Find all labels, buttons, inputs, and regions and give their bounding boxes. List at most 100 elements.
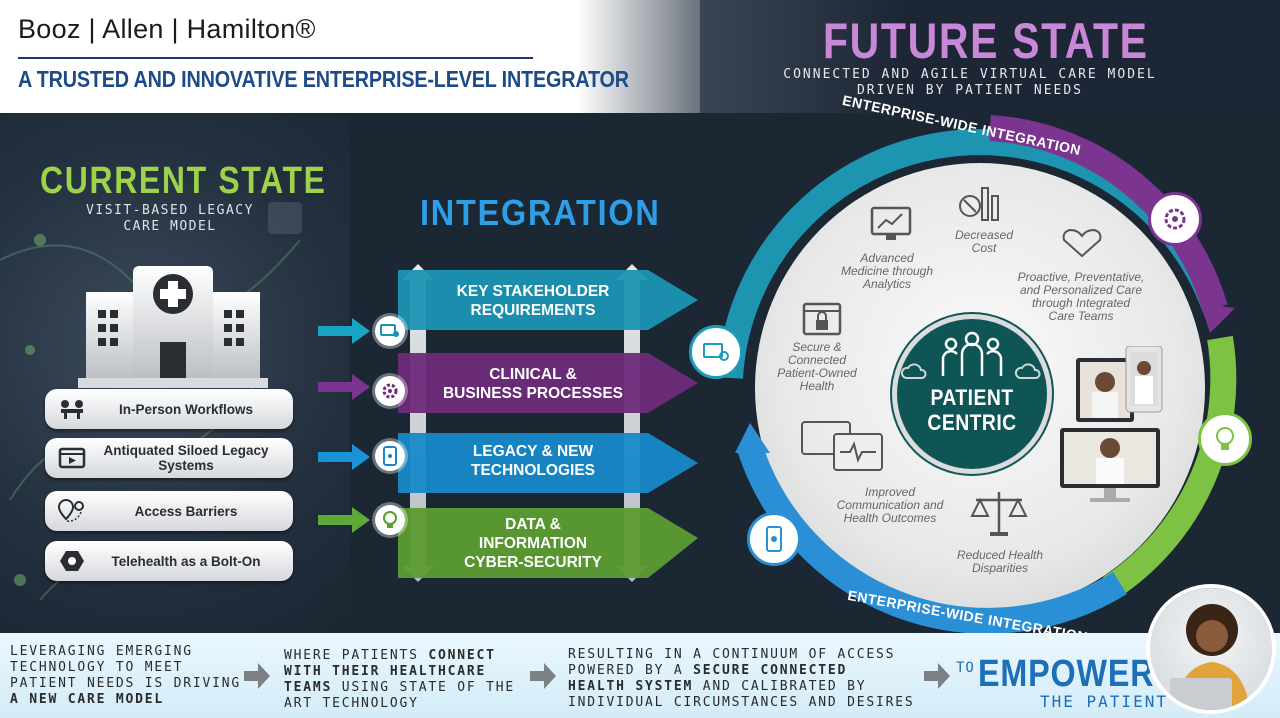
future-sub-line-2: DRIVEN BY PATIENT NEEDS [856, 83, 1083, 98]
banner-line: A NEW CARE MODEL [10, 692, 165, 707]
feature-line: Improved [864, 485, 916, 499]
lightbulb-tech-icon [375, 505, 405, 535]
feature-line: Decreased [954, 228, 1014, 242]
feature-proactive-care: Proactive, Preventative,and Personalized… [1000, 271, 1162, 323]
cloud-right-icon [1014, 363, 1041, 379]
hospital-icon [78, 266, 268, 388]
gears-icon [375, 376, 405, 406]
mobile-phone-icon [375, 441, 405, 471]
band-3-line2: TECHNOLOGIES [470, 462, 595, 479]
feature-line: Disparities [971, 561, 1028, 575]
future-state-subtitle: CONNECTED AND AGILE VIRTUAL CARE MODEL D… [740, 67, 1200, 99]
feature-line: Health [799, 379, 835, 393]
arrow-in-3-icon [318, 444, 370, 470]
secure-lock-window-icon [802, 302, 842, 336]
communication-heart-icon [801, 421, 883, 471]
feature-line: Reduced Health [956, 548, 1044, 562]
header-dark-band [700, 0, 1280, 113]
analytics-monitor-icon [870, 206, 912, 240]
feature-line: Care Teams [1048, 309, 1114, 323]
banner-arrow-2-icon [530, 663, 556, 689]
current-sub-line-1: VISIT-BASED LEGACY [86, 203, 254, 218]
balance-scale-icon [970, 492, 1028, 536]
banner-line: TECHNOLOGY TO MEET [10, 660, 184, 675]
people-group-icon [941, 331, 1003, 376]
feature-line: Patient-Owned [777, 366, 857, 380]
feature-line: Medicine through [840, 264, 934, 278]
band-clinical [398, 353, 698, 413]
band-4-line2: INFORMATION [478, 534, 588, 552]
tagline: A TRUSTED AND INNOVATIVE ENTERPRISE-LEVE… [18, 66, 629, 92]
video-window-icon [57, 443, 87, 473]
band-2-line2: BUSINESS PROCESSES [442, 385, 624, 402]
feature-line: Secure & [792, 340, 842, 354]
vertical-arrows-decor [402, 264, 648, 582]
current-item-label: In-Person Workflows [118, 401, 254, 417]
feature-line: through Integrated [1031, 296, 1131, 310]
cost-chart-icon [959, 187, 999, 221]
banner-line: ART TECHNOLOGY [284, 696, 419, 711]
band-data [398, 508, 698, 578]
band-4-line1: DATA & [505, 515, 561, 533]
integration-bands [398, 270, 698, 578]
banner-part-1: LEVERAGING EMERGING TECHNOLOGY TO MEET P… [10, 644, 241, 708]
band-1-line1: KEY STAKEHOLDER [456, 283, 610, 300]
feature-line: Communication and [836, 498, 944, 512]
band-4-line3: CYBER-SECURITY [464, 553, 602, 571]
handshake-heart-icon [1062, 228, 1102, 258]
feature-line: and Personalized Care [1019, 283, 1143, 297]
banner-span: AND CALIBRATED BY [693, 679, 867, 694]
feature-line: Analytics [862, 277, 912, 291]
patient-centric-line-2: CENTRIC [927, 410, 1017, 435]
banner-part-2: WHERE PATIENTS CONNECT WITH THEIR HEALTH… [284, 648, 515, 712]
header-white-band [0, 0, 740, 113]
band-key-stakeholder [398, 270, 698, 330]
band-label-3: LEGACY & NEW TECHNOLOGIES [398, 430, 668, 492]
empower-title: EMPOWER [978, 653, 1155, 695]
banner-line: RESULTING IN A CONTINUUM OF ACCESS [568, 647, 896, 662]
telehealth-devices-image [1060, 346, 1163, 502]
banner-span: POWERED BY A [568, 663, 694, 678]
arrow-in-2-icon [318, 374, 370, 400]
banner-line: PATIENT NEEDS IS DRIVING [10, 676, 242, 691]
banner-line: INDIVIDUAL CIRCUMSTANCES AND DESIRES [568, 695, 915, 710]
future-state-title: FUTURE STATE [823, 13, 1149, 69]
current-item-telehealth: Telehealth as a Bolt-On [45, 541, 293, 581]
brand-divider [18, 57, 533, 59]
brand-logo: Booz | Allen | Hamilton® [18, 14, 316, 44]
bottom-banner [0, 633, 1280, 718]
current-state-subtitle: VISIT-BASED LEGACY CARE MODEL [70, 203, 270, 235]
current-item-access-barriers: Access Barriers [45, 491, 293, 531]
feature-line: Connected [787, 353, 847, 367]
band-1-line2: REQUIREMENTS [470, 302, 596, 319]
hex-nut-icon [57, 546, 87, 576]
ring-mobile-icon [747, 512, 801, 566]
banner-span: SECURE CONNECTED [693, 663, 848, 678]
meeting-icon [57, 394, 87, 424]
banner-span: USING STATE OF THE [332, 680, 516, 695]
location-pins-icon [57, 496, 87, 526]
arrow-in-1-icon [318, 318, 370, 344]
ring-computer-gear-icon [689, 325, 743, 379]
arrow-in-4-icon [318, 507, 370, 533]
current-item-legacy-systems: Antiquated Siloed Legacy Systems [45, 438, 293, 478]
computer-gear-icon [375, 316, 405, 346]
current-item-label: Access Barriers [134, 503, 238, 519]
banner-arrow-3-icon [924, 663, 950, 689]
current-item-label: Antiquated Siloed Legacy Systems [103, 443, 269, 473]
ring-lightbulb-icon [1198, 412, 1252, 466]
banner-span: TEAMS [284, 680, 333, 695]
feature-line: Health Outcomes [843, 511, 937, 525]
cloud-left-icon [900, 363, 927, 379]
future-sub-line-1: CONNECTED AND AGILE VIRTUAL CARE MODEL [783, 67, 1157, 82]
feature-line: Proactive, Preventative, [1017, 270, 1145, 284]
banner-arrow-1-icon [244, 663, 270, 689]
banner-line: WITH THEIR HEALTHCARE [284, 664, 487, 679]
band-3-line1: LEGACY & NEW [472, 443, 594, 460]
